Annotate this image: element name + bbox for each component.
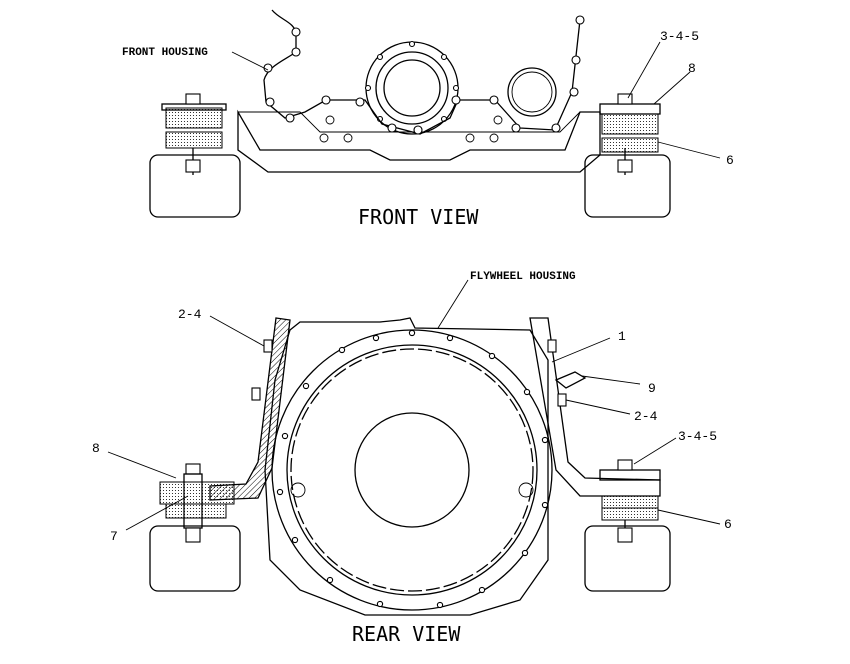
front-6-label: 6: [726, 153, 734, 168]
rear-6-label: 6: [724, 517, 732, 532]
rear-left-mount: [149, 463, 241, 592]
flywheel-housing-label: FLYWHEEL HOUSING: [470, 271, 576, 283]
rear-body-outline: [264, 317, 549, 616]
front-lower-holes: [319, 115, 503, 143]
rear-8-label: 8: [92, 441, 100, 456]
rear-9-label: 9: [648, 381, 656, 396]
front-3-4-5-leader: [627, 41, 661, 99]
front-crossmember: [237, 109, 601, 173]
front-secondary-bore: [507, 67, 557, 117]
rear-2-4-left-leader: [209, 315, 265, 347]
rear-1-label: 1: [618, 329, 626, 344]
front-left-mount: [149, 93, 241, 218]
front-8-leader: [653, 71, 691, 105]
rear-view-title: REAR VIEW: [352, 622, 461, 646]
flywheel-leader: [437, 279, 469, 329]
front-flange: [364, 40, 460, 135]
rear-2-4-right-label: 2-4: [634, 409, 658, 424]
left-bracket-bolt-upper: [263, 339, 273, 353]
rear-8-leader: [107, 451, 177, 479]
part-9-clip: [554, 371, 587, 389]
right-bracket-bolt-upper: [547, 339, 557, 353]
left-bracket-bolt-lower: [251, 387, 261, 401]
rear-7-leader: [125, 495, 189, 531]
rear-7-label: 7: [110, 529, 118, 544]
front-crossmember-top: [238, 111, 581, 133]
flywheel-housing: [271, 329, 553, 611]
left-mount-bracket: [209, 317, 291, 501]
front-right-mount: [584, 93, 671, 218]
front-3-4-5-label: 3-4-5: [660, 29, 699, 44]
rear-9-leader: [581, 375, 641, 385]
front-view-title: FRONT VIEW: [358, 205, 479, 229]
rear-2-4-right-leader: [565, 399, 631, 415]
front-housing-bolts: [263, 15, 585, 135]
rear-6-leader: [657, 509, 721, 525]
rear-3-4-5-label: 3-4-5: [678, 429, 717, 444]
right-bracket-bolt: [557, 393, 567, 407]
rear-right-mount: [584, 459, 671, 592]
front-6-leader: [657, 141, 721, 159]
front-8-label: 8: [688, 61, 696, 76]
rear-view: FLYWHEEL HOUSING 2-4 1 9 2-4 3-4-5 8 7 6…: [92, 271, 732, 646]
front-view: FRONT HOUSING 3-4-5 8 6 FRONT VIEW: [122, 9, 734, 229]
front-housing-leader: [231, 51, 269, 71]
front-housing-label: FRONT HOUSING: [122, 47, 208, 59]
rear-1-leader: [551, 337, 611, 363]
rear-3-4-5-leader: [633, 437, 677, 465]
flywheel-bolts: [276, 329, 549, 609]
rear-2-4-left-label: 2-4: [178, 307, 202, 322]
